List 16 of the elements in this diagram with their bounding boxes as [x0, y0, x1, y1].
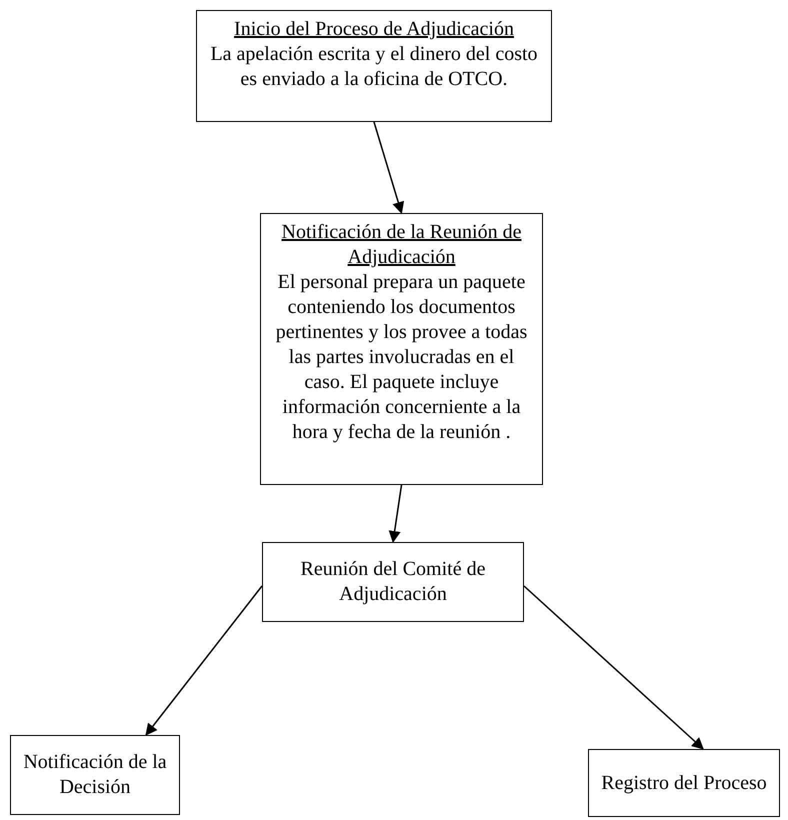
process-box	[262, 542, 524, 622]
box-text: El personal prepara un paquete conteniendo los documentos pertinentes y los provee a todas las partes involucradas en el caso. El paquete incluye información concerniente a la hora y fecha de la reunión .	[274, 270, 528, 445]
arrow	[388, 484, 402, 543]
box-text: Notificación de la Decisión	[22, 750, 168, 800]
process-box	[10, 735, 180, 815]
box-text: Reunión del Comité de Adjudicación	[300, 557, 486, 607]
process-box	[260, 213, 543, 485]
process-box	[196, 10, 552, 122]
box-text: La apelación escrita y el dinero del costo es enviado a la oficina de OTCO.	[209, 42, 539, 92]
arrow	[145, 586, 263, 736]
arrow	[373, 122, 404, 214]
process-box	[588, 749, 780, 817]
arrow	[524, 585, 704, 750]
box-text: Registro del Proceso	[601, 770, 767, 796]
box-heading: Notificación de la Reunión de Adjudicación	[280, 220, 522, 270]
box-heading: Inicio del Proceso de Adjudicación	[234, 17, 514, 42]
